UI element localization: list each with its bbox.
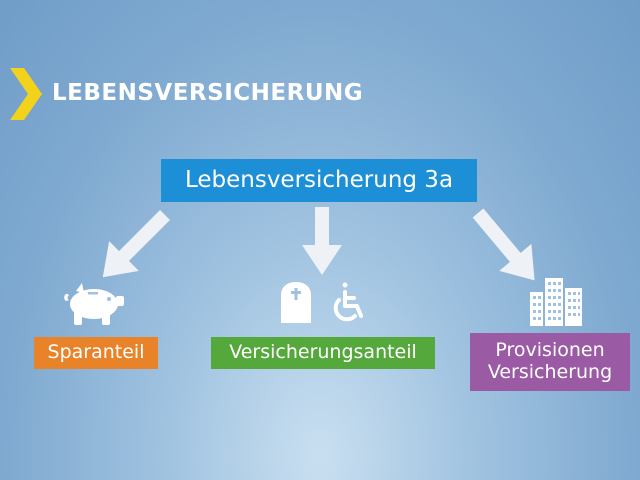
box-versicherungsanteil-label: Versicherungsanteil: [229, 341, 417, 364]
piggy-bank-icon: [64, 283, 124, 325]
box-provisionen: Provisionen Versicherung: [470, 333, 630, 391]
page-title: LEBENSVERSICHERUNG: [52, 80, 364, 106]
box-sparanteil-label: Sparanteil: [47, 341, 145, 364]
box-sparanteil: Sparanteil: [34, 337, 158, 369]
chevron-right-icon: [10, 68, 42, 120]
arrow-right: [472, 208, 535, 281]
box-versicherungsanteil: Versicherungsanteil: [211, 337, 435, 369]
arrow-down: [302, 207, 342, 275]
box-provisionen-label-line1: Provisionen: [495, 339, 605, 362]
box-provisionen-label-line2: Versicherung: [487, 361, 613, 383]
office-buildings-icon: [530, 278, 582, 326]
gravestone-icon: [281, 282, 311, 323]
wheelchair-icon: [333, 282, 363, 322]
arrow-left: [102, 210, 170, 278]
main-box: Lebensversicherung 3a: [161, 159, 477, 202]
main-box-label: Lebensversicherung 3a: [184, 167, 454, 194]
